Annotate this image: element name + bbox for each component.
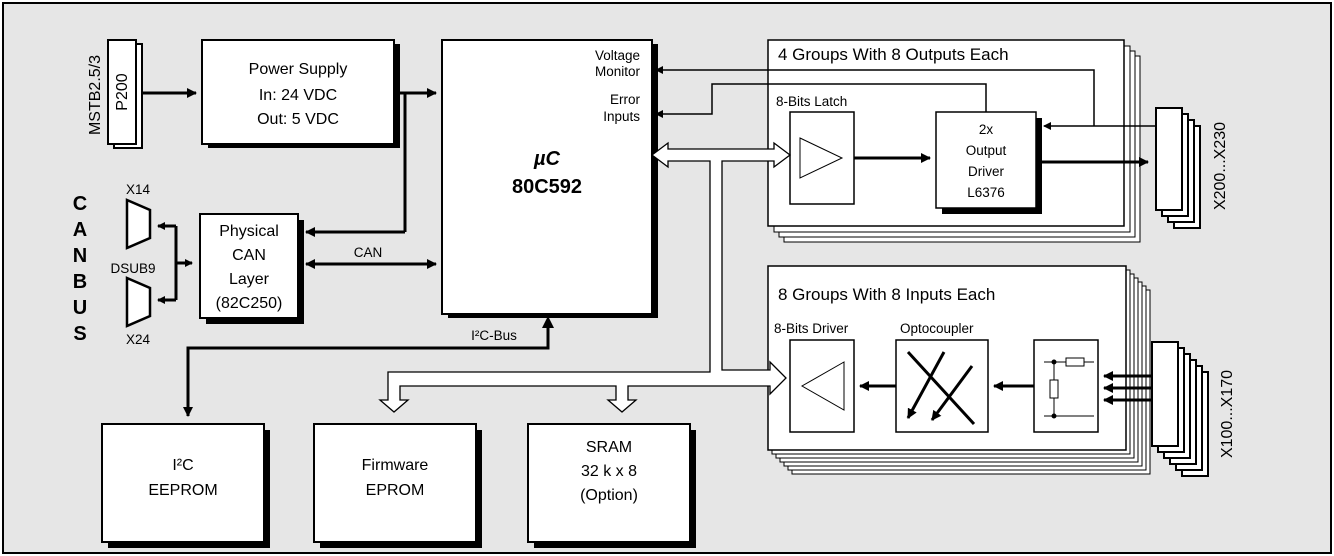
power-wiring: [142, 88, 437, 237]
voltage-monitor-line1: Voltage: [595, 48, 640, 63]
outputs-group: 4 Groups With 8 Outputs Each 8-Bits Latc…: [767, 39, 1141, 243]
outputs-title: 4 Groups With 8 Outputs Each: [778, 45, 1009, 64]
svg-text:EPROM: EPROM: [366, 482, 425, 499]
svg-text:Firmware: Firmware: [362, 457, 429, 474]
x24-label: X24: [126, 332, 151, 347]
canbus-letters: C A N B U S: [73, 193, 87, 345]
svg-text:Driver: Driver: [968, 164, 1005, 179]
power-supply-block: Power Supply In: 24 VDC Out: 5 VDC: [201, 39, 400, 148]
sram-block: SRAM 32 k x 8 (Option): [527, 423, 696, 548]
svg-text:I²C: I²C: [172, 457, 193, 474]
svg-text:32 k x 8: 32 k x 8: [581, 463, 637, 480]
firmware-eprom-block: Firmware EPROM: [313, 423, 482, 548]
optocoupler-label: Optocoupler: [900, 321, 974, 336]
rc-filter-block: [1033, 339, 1099, 433]
x100-label: X100...X170: [1219, 370, 1236, 458]
bits-driver-block: [789, 339, 855, 433]
output-wiring: [655, 66, 1156, 167]
input-wiring: [1103, 371, 1152, 405]
p200-connector: P200: [107, 39, 143, 149]
power-line1: Power Supply: [249, 61, 348, 78]
uc-title: µC: [533, 148, 561, 170]
error-inputs-line2: Inputs: [603, 109, 640, 124]
svg-text:SRAM: SRAM: [586, 439, 632, 456]
latch-triangle: [799, 137, 844, 179]
mstb-label: MSTB2.5/3: [87, 55, 104, 135]
voltage-monitor-line2: Monitor: [595, 64, 641, 79]
svg-text:N: N: [73, 245, 87, 267]
svg-text:U: U: [73, 297, 87, 319]
output-connectors: [1155, 107, 1201, 229]
output-driver-block: [935, 111, 1037, 209]
svg-text:2x: 2x: [979, 122, 994, 137]
svg-text:(82C250): (82C250): [216, 295, 283, 312]
data-bus: [378, 141, 792, 413]
bits-driver-label: 8-Bits Driver: [774, 321, 849, 336]
i2c-bus: [183, 322, 550, 417]
latch-block: [789, 111, 855, 205]
svg-text:EEPROM: EEPROM: [148, 482, 217, 499]
inputs-group: 8 Groups With 8 Inputs Each 8-Bits Drive…: [767, 265, 1151, 475]
x14-label: X14: [126, 182, 151, 197]
svg-text:C: C: [73, 193, 87, 215]
input-connectors: [1151, 341, 1209, 477]
can-label: CAN: [354, 245, 383, 260]
svg-text:Output: Output: [966, 143, 1007, 158]
svg-text:B: B: [73, 271, 87, 293]
x200-label: X200...X230: [1212, 122, 1229, 210]
driver-triangle: [800, 361, 845, 411]
latch-label: 8-Bits Latch: [776, 94, 847, 109]
svg-text:A: A: [73, 219, 87, 241]
power-line3: Out: 5 VDC: [257, 111, 339, 128]
svg-text:CAN: CAN: [232, 247, 266, 264]
svg-text:S: S: [73, 323, 86, 345]
error-inputs-line1: Error: [610, 92, 641, 107]
svg-text:L6376: L6376: [967, 185, 1005, 200]
dsub-x24: [125, 276, 152, 328]
dsub-x14: [125, 198, 152, 250]
i2c-bus-label: I²C-Bus: [471, 328, 517, 343]
dsub9-label: DSUB9: [110, 261, 155, 276]
uc-part: 80C592: [512, 176, 582, 198]
physical-can-block: Physical CAN Layer (82C250): [199, 213, 304, 324]
svg-text:Physical: Physical: [219, 223, 279, 240]
svg-text:(Option): (Option): [580, 487, 638, 504]
i2c-eeprom-block: I²C EEPROM: [101, 423, 270, 548]
inputs-title: 8 Groups With 8 Inputs Each: [778, 285, 995, 304]
power-line2: In: 24 VDC: [259, 87, 337, 104]
microcontroller-block: Voltage Monitor Error Inputs µC 80C592: [441, 39, 658, 318]
p200-label: P200: [114, 73, 131, 110]
dsub-wiring: [157, 222, 193, 304]
svg-text:Layer: Layer: [229, 271, 270, 288]
